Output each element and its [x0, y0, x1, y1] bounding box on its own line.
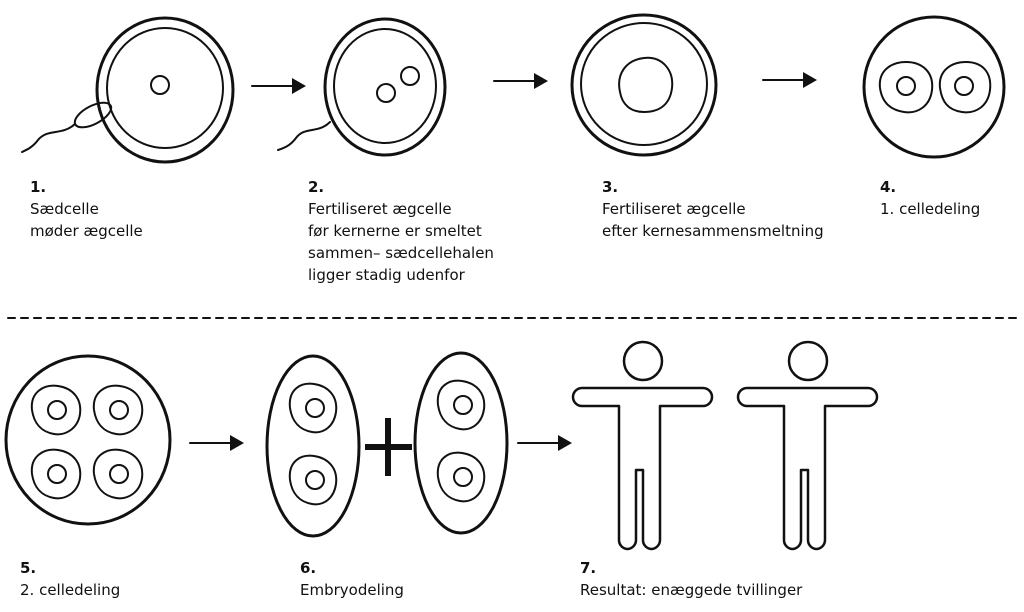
cell-nucleus	[305, 470, 325, 490]
caption-line: møder ægcelle	[30, 222, 143, 240]
twin-figure-right	[736, 340, 879, 551]
caption-line: sammen– sædcellehalen	[308, 244, 494, 262]
step-number: 3.	[602, 178, 619, 196]
cell-nucleus	[109, 400, 129, 420]
stage-3-illustration	[570, 13, 718, 157]
cell-nucleus	[47, 464, 67, 484]
embryo-membrane	[4, 354, 172, 526]
cell-nucleus	[453, 395, 473, 415]
caption-line: Sædcelle	[30, 200, 99, 218]
arrow-1-2	[251, 78, 306, 94]
cell-nucleus	[896, 76, 916, 96]
cell-nucleus	[954, 76, 974, 96]
fused-nucleus	[618, 56, 674, 113]
stage-1-illustration	[21, 16, 235, 164]
arrow-3-4	[762, 72, 817, 88]
sperm-nucleus	[400, 66, 420, 86]
egg-outer-membrane	[95, 16, 235, 164]
sperm-tail	[277, 121, 331, 151]
cell	[288, 454, 338, 506]
twin-body	[571, 386, 714, 551]
caption-step-5: 5. 2. celledeling	[20, 557, 120, 601]
cell-nucleus	[453, 467, 473, 487]
sperm-tail	[21, 123, 76, 153]
egg-outer-membrane	[323, 17, 447, 157]
caption-line: 2. celledeling	[20, 581, 121, 599]
caption-step-3: 3. Fertiliseret ægcelle efter kernesamme…	[602, 176, 824, 242]
stage-4-illustration	[862, 15, 1006, 159]
egg-nucleus	[150, 75, 170, 95]
egg-inner-membrane	[580, 22, 708, 146]
egg-nucleus	[376, 83, 396, 103]
caption-line: før kernerne er smeltet	[308, 222, 482, 240]
arrow-2-3	[493, 73, 548, 89]
cell	[30, 384, 82, 436]
cell	[436, 451, 486, 503]
twin-body	[736, 386, 879, 551]
stage-6-illustration	[265, 351, 509, 538]
step-number: 1.	[30, 178, 47, 196]
cell	[30, 448, 82, 500]
caption-step-1: 1. Sædcelle møder ægcelle	[30, 176, 143, 242]
daughter-cell	[878, 61, 934, 114]
cell-nucleus	[109, 464, 129, 484]
caption-step-7: 7. Resultat: enæggede tvillinger	[580, 557, 802, 601]
caption-step-4: 4. 1. celledeling	[880, 176, 980, 220]
egg-inner-membrane	[106, 27, 224, 149]
stage-5-illustration	[4, 354, 172, 526]
cell-nucleus	[305, 398, 325, 418]
embryo-half	[413, 351, 509, 535]
arrow-5-6	[189, 435, 244, 451]
caption-line: efter kernesammensmeltning	[602, 222, 824, 240]
caption-step-6: 6. Embryodeling	[300, 557, 404, 601]
twin-head	[787, 340, 829, 382]
caption-line: ligger stadig udenfor	[308, 266, 465, 284]
twin-figure-left	[571, 340, 714, 551]
sperm-head	[73, 101, 113, 129]
cell	[436, 379, 486, 431]
caption-line: Fertiliseret ægcelle	[602, 200, 746, 218]
arrow-6-7	[517, 435, 572, 451]
stage-2-illustration	[277, 17, 447, 157]
step-number: 2.	[308, 178, 325, 196]
egg-outer-membrane	[570, 13, 718, 157]
plus-sign	[365, 418, 412, 476]
egg-inner-membrane	[333, 28, 437, 144]
step-number: 4.	[880, 178, 897, 196]
cell	[92, 448, 144, 500]
caption-step-2: 2. Fertiliseret ægcelle før kernerne er …	[308, 176, 494, 286]
caption-line: 1. celledeling	[880, 200, 981, 218]
cell-nucleus	[47, 400, 67, 420]
cell	[288, 382, 338, 434]
step-number: 7.	[580, 559, 597, 577]
caption-line: Embryodeling	[300, 581, 404, 599]
twin-head	[622, 340, 664, 382]
embryo-membrane	[862, 15, 1006, 159]
embryo-half	[265, 354, 361, 538]
cell	[92, 384, 144, 436]
caption-line: Fertiliseret ægcelle	[308, 200, 452, 218]
caption-line: Resultat: enæggede tvillinger	[580, 581, 803, 599]
step-number: 6.	[300, 559, 317, 577]
daughter-cell	[938, 61, 992, 114]
step-number: 5.	[20, 559, 37, 577]
